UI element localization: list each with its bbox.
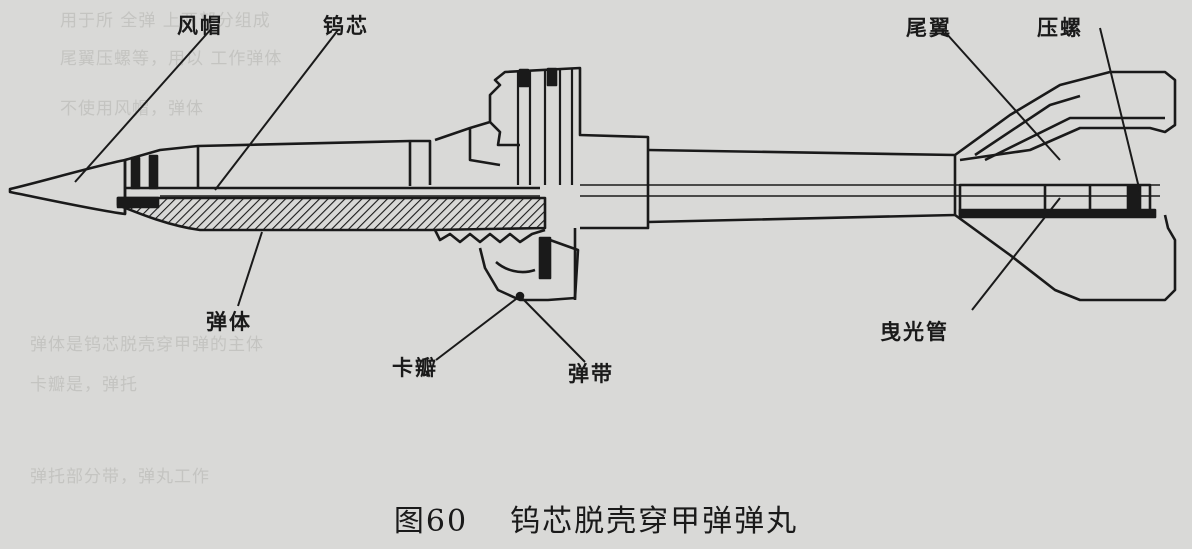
label-tungsten-core: 钨芯 bbox=[323, 14, 369, 38]
bleed-text-3: 不使用风帽，弹体 bbox=[60, 99, 204, 119]
sabot-lower bbox=[433, 228, 546, 244]
bleed-text-6: 弹托部分带，弹丸工作 bbox=[30, 467, 210, 487]
label-wind-cap: 风帽 bbox=[177, 14, 223, 38]
bleed-text-1: 用于所 全弹 上两部分组成 bbox=[60, 11, 271, 31]
label-fins: 尾翼 bbox=[906, 16, 952, 40]
bleed-text-5: 卡瓣是，弹托 bbox=[30, 375, 138, 395]
label-pressure-nut: 压螺 bbox=[1037, 16, 1083, 40]
figure-caption: 图60 钨芯脱壳穿甲弹弹丸 bbox=[0, 496, 1192, 540]
fin-lower bbox=[954, 213, 1177, 302]
figure-number: 图60 bbox=[393, 504, 469, 539]
fin-upper bbox=[954, 70, 1177, 162]
sabot-upper bbox=[434, 66, 650, 230]
label-driving-band: 弹带 bbox=[568, 362, 614, 386]
figure-title: 钨芯脱壳穿甲弹弹丸 bbox=[510, 504, 799, 539]
label-body: 弹体 bbox=[206, 310, 252, 334]
bleed-text-2: 尾翼压螺等，用以 工作弹体 bbox=[60, 49, 283, 69]
body-hatched-section bbox=[116, 196, 547, 232]
label-clamp-petal: 卡瓣 bbox=[392, 356, 438, 380]
bleed-text-4: 弹体是钨芯脱壳穿甲弹的主体 bbox=[30, 335, 264, 355]
label-tracer: 曳光管 bbox=[880, 320, 949, 344]
wind-cap-shape bbox=[8, 158, 127, 216]
